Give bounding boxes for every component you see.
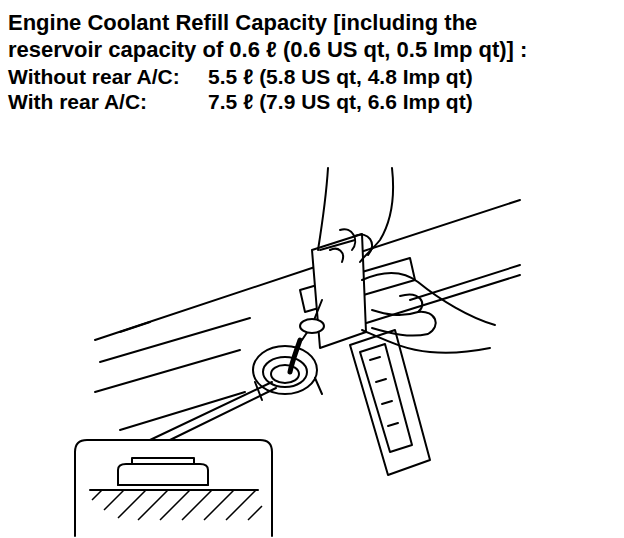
condition-label: Without rear A/C: [8,64,180,90]
capacity-value: 7.5 ℓ (7.9 US qt, 6.6 Imp qt) [208,89,473,115]
capacity-value: 5.5 ℓ (5.8 US qt, 4.8 Imp qt) [208,64,473,90]
capacity-heading: Engine Coolant Refill Capacity [includin… [8,9,553,63]
condition-label: With rear A/C: [8,89,147,115]
